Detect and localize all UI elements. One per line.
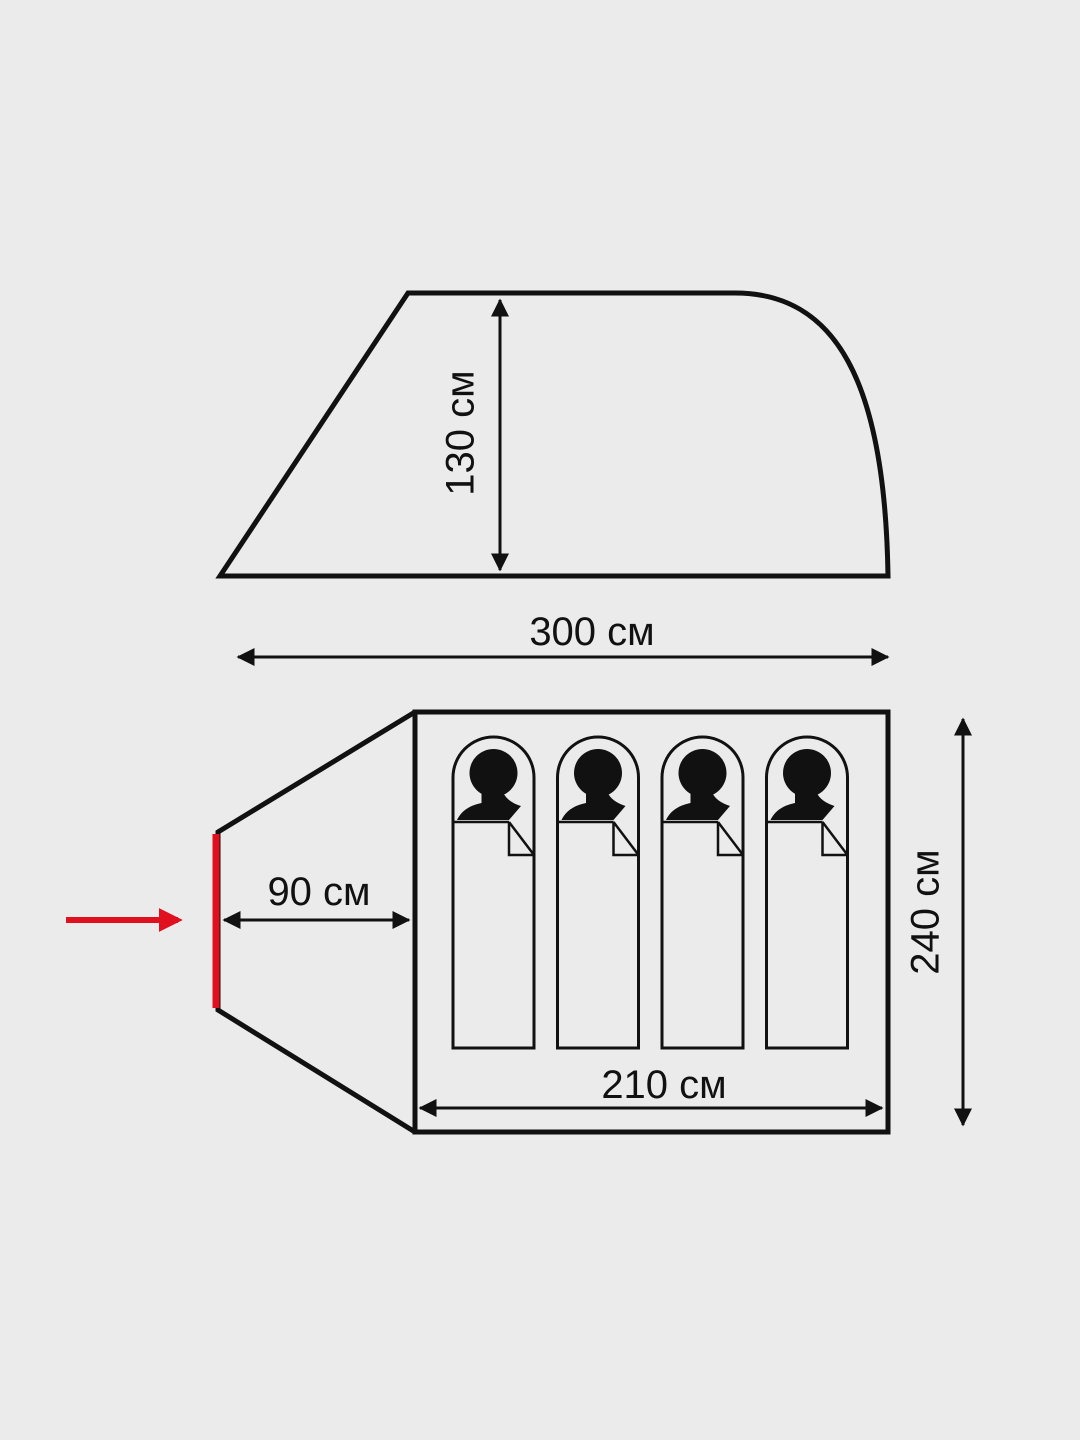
vestibule-depth-label: 90 см <box>267 870 370 914</box>
inner-length-label: 210 см <box>601 1063 726 1107</box>
person-in-sleeping-bag-icon <box>557 749 640 857</box>
sleeping-bag-outline <box>451 735 536 1050</box>
height-label: 130 см <box>439 370 483 495</box>
vestibule-outline <box>215 709 417 1135</box>
width-label: 240 см <box>904 849 948 974</box>
sleeping-place <box>451 735 536 1050</box>
person-in-sleeping-bag-icon <box>662 749 744 857</box>
side-view-outline <box>215 290 891 579</box>
sleeping-places <box>451 735 849 1050</box>
sleeping-place <box>765 735 849 1050</box>
width-dimension: 240 см <box>904 717 972 1127</box>
sleeping-bag-outline <box>556 735 640 1050</box>
top-view: 90 см 210 см <box>212 709 891 1135</box>
sleeping-place <box>660 735 745 1050</box>
person-in-sleeping-bag-icon <box>453 749 535 857</box>
sleeping-bag-outline <box>765 735 849 1050</box>
length-label: 300 см <box>529 610 654 654</box>
person-in-sleeping-bag-icon <box>766 749 849 857</box>
length-dimension: 300 см <box>236 610 890 666</box>
sleeping-bag-outline <box>660 735 745 1050</box>
inner-tent-outline <box>412 709 891 1135</box>
side-view: 130 см <box>215 290 891 579</box>
sleeping-place <box>556 735 640 1050</box>
